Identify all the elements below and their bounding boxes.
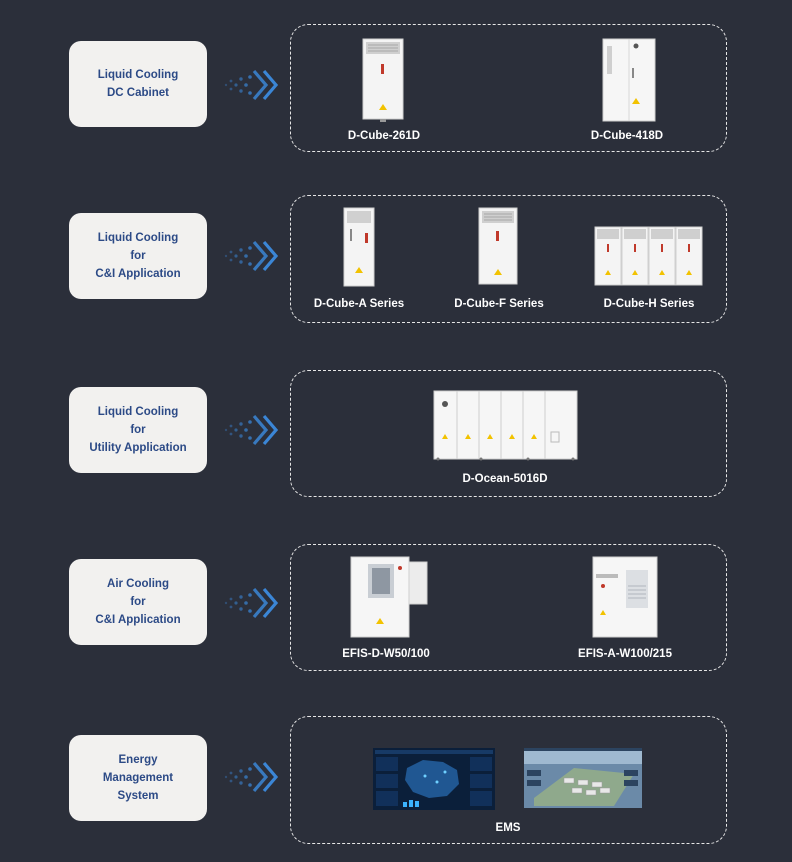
category-line: C&I Application [95,614,181,626]
chevron-arrows-icon [223,761,278,793]
cabinet-d-cube-261d-image [362,38,404,122]
category-box-utility: Liquid Cooling for Utility Application [69,387,207,473]
cabinet-d-cube-h-image [594,226,703,286]
category-line: Liquid Cooling [97,232,179,244]
product-label-d-cube-418d: D-Cube-418D [590,130,664,142]
category-line: Energy [118,754,158,766]
category-line: for [130,250,146,262]
product-label-d-ocean-5016d: D-Ocean-5016D [462,473,548,485]
product-label-d-cube-261d: D-Cube-261D [347,130,421,142]
category-line: System [117,790,159,802]
category-line: Liquid Cooling [97,406,179,418]
product-group-ci-liquid [290,195,727,323]
product-label-d-cube-h: D-Cube-H Series [603,298,695,310]
product-label-d-cube-f: D-Cube-F Series [454,298,544,310]
chevron-arrows-icon [223,69,278,101]
container-d-ocean-5016d-image [433,390,578,461]
product-label-ems: EMS [495,822,521,834]
cabinet-efis-d-image [350,556,428,638]
category-line: Air Cooling [107,578,169,590]
product-label-efis-d: EFIS-D-W50/100 [342,648,430,660]
product-group-dc-cabinet [290,24,727,152]
chevron-arrows-icon [223,587,278,619]
category-line: DC Cabinet [107,87,169,99]
category-line: for [130,596,146,608]
cabinet-d-cube-f-image [478,207,518,285]
category-box-ci-liquid: Liquid Cooling for C&I Application [69,213,207,299]
category-line: C&I Application [95,268,181,280]
cabinet-d-cube-418d-image [602,38,656,122]
category-box-ems: Energy Management System [69,735,207,821]
cabinet-d-cube-a-image [343,207,375,287]
chevron-arrows-icon [223,414,278,446]
category-box-dc-cabinet: Liquid Cooling DC Cabinet [69,41,207,127]
category-line: for [130,424,146,436]
ems-dashboard-map-image [373,748,495,810]
product-group-air-cooling [290,544,727,671]
product-group-utility [290,370,727,497]
chevron-arrows-icon [223,240,278,272]
category-line: Liquid Cooling [97,69,179,81]
ems-dashboard-3d-image [524,748,642,808]
cabinet-efis-a-image [592,556,658,638]
category-line: Management [102,772,174,784]
category-box-air-cooling: Air Cooling for C&I Application [69,559,207,645]
product-group-ems [290,716,727,844]
product-label-d-cube-a: D-Cube-A Series [313,298,405,310]
product-label-efis-a: EFIS-A-W100/215 [578,648,672,660]
category-line: Utility Application [89,442,187,454]
